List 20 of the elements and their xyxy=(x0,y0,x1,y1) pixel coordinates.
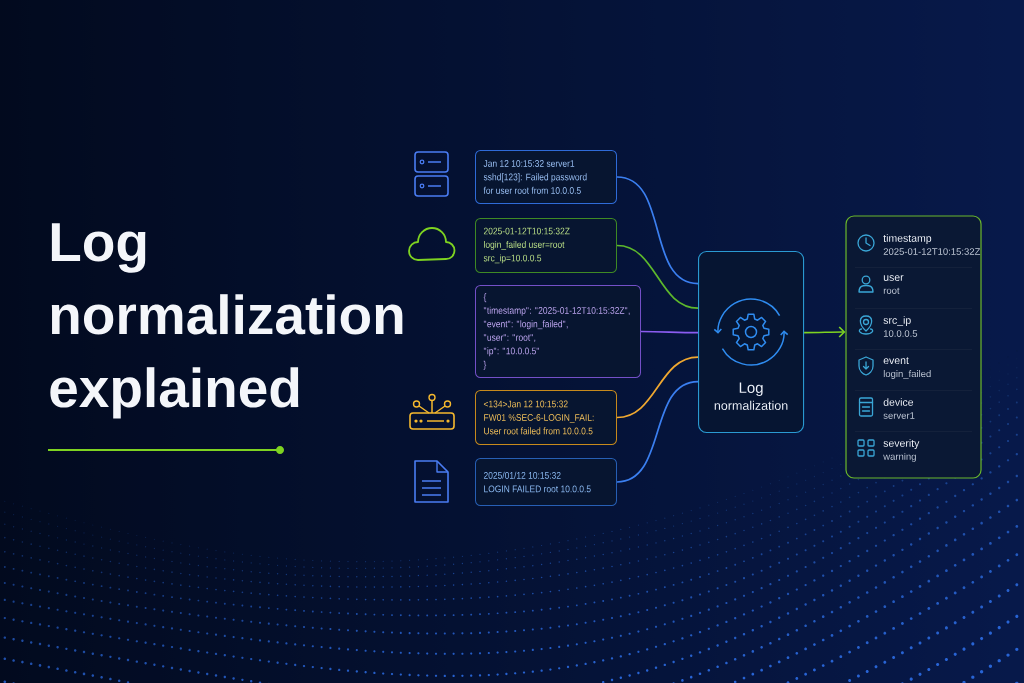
field-entry: timestamp 2025-01-12T10:15:32Z xyxy=(883,234,981,255)
field-entry: src_ip 10.0.0.5 xyxy=(883,316,918,337)
field-entry: device server1 xyxy=(883,398,915,419)
output-panel xyxy=(845,215,982,479)
title: Log normalization explained xyxy=(50,223,403,419)
arrow xyxy=(803,326,846,338)
connector xyxy=(616,380,699,483)
field-entry: event login_failed xyxy=(883,357,931,379)
field-entry: user root xyxy=(883,275,904,294)
process-box: Log normalization xyxy=(698,251,805,434)
log-box: Jan 12 10:15:32 server1 sshd[123]: Failed password for user root from 10.0.0.5 xyxy=(475,150,617,204)
log-box: 2025/01/12 10:15:32 LOGIN FAILED root 10.0.0.5 xyxy=(475,458,617,506)
log-box: 2025-01-12T10:15:32Z login_failed user=root src_ip=10.0.0.5 xyxy=(475,218,617,273)
connector xyxy=(616,356,699,419)
connector xyxy=(640,330,699,334)
field-entry: severity warning xyxy=(883,439,920,462)
log-box: { "timestamp": "2025-01-12T10:15:32Z", "event": "login_failed", "user": "root", "ip": "10.0.0.5" } xyxy=(475,285,641,378)
log-box: <134>Jan 12 10:15:32 FW01 %SEC-6-LOGIN_FAIL: User root failed from 10.0.0.5 xyxy=(475,390,617,445)
connector xyxy=(616,176,699,285)
connector xyxy=(616,244,699,309)
